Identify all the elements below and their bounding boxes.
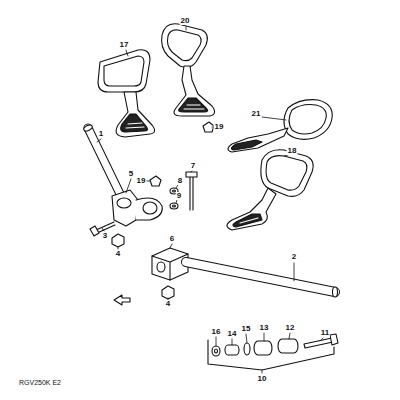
model-code: RGV250K E2 [18,379,62,386]
callout-number: 19 [214,123,225,131]
callout-number: 8 [177,177,183,185]
callout-number: 10 [257,375,268,383]
callout-number: 15 [241,325,252,333]
callout-number: 5 [128,170,134,178]
callout-number: 4 [165,300,171,308]
washer [170,203,178,209]
mirror-boot [231,140,262,150]
nut [162,286,174,299]
mirror-head [162,24,208,68]
callout-number: 6 [169,235,175,243]
callout-number: 19 [136,177,147,185]
callout-number: 14 [227,330,238,338]
callout-number: 2 [291,253,297,261]
callout-number: 9 [176,192,182,200]
boot-stripe [184,105,204,109]
ring [212,346,220,356]
clamp-ring [136,198,162,220]
handlebar-tube [186,262,335,292]
bolt-head [186,172,197,177]
callout-number: 11 [320,329,330,337]
callout-number: 16 [211,328,222,336]
mirror-stem [174,66,215,116]
mirror-boot [179,98,208,112]
group-bracket [208,340,334,370]
bolt-head [330,334,338,345]
handlebar-tube [88,128,122,198]
bolt [304,338,333,348]
mirror-stem [227,188,276,230]
mirror-glass [266,156,307,191]
spacer [254,341,272,355]
bolt [190,176,193,210]
spacer [225,345,239,355]
callout-number: 20 [180,17,191,25]
mirror-boot [233,214,262,227]
ring [215,349,218,353]
clamp-ring-bore [143,202,157,214]
mirror-head [98,50,150,92]
boot-stripe [240,218,258,223]
mirror-glass [168,30,202,61]
callout-number: 21 [251,110,262,118]
callout-number: 3 [102,232,108,240]
mirror-glass [289,105,326,134]
mirror-stem [116,92,154,137]
clamp-bore [117,198,131,208]
nut [112,234,124,247]
mirror-head [284,100,332,140]
spacer [278,339,298,353]
washer [244,343,250,355]
bracket-edge [152,254,188,280]
callout-number: 1 [98,130,104,138]
leader-lines [97,27,323,373]
grommet [203,122,214,132]
callout-number: 4 [115,250,121,258]
handlebar-tube [88,128,122,198]
tube-end [333,287,338,297]
clamp [112,190,138,226]
washer [173,205,176,207]
bracket-bore [157,262,165,272]
callout-number: 12 [285,324,296,332]
mirror-glass [104,56,144,86]
front-arrow [114,295,130,305]
mirror-stem [228,128,288,152]
callout-number: 17 [119,41,130,49]
boot-stripe [126,123,144,128]
bolt-head [90,226,99,236]
tube-end [83,124,93,132]
grommet [150,176,161,186]
mirror-boot [121,114,148,132]
handlebar-tube [186,262,335,292]
callout-number: 13 [259,324,270,332]
callout-number: 18 [287,147,298,155]
callout-number: 7 [190,162,196,170]
